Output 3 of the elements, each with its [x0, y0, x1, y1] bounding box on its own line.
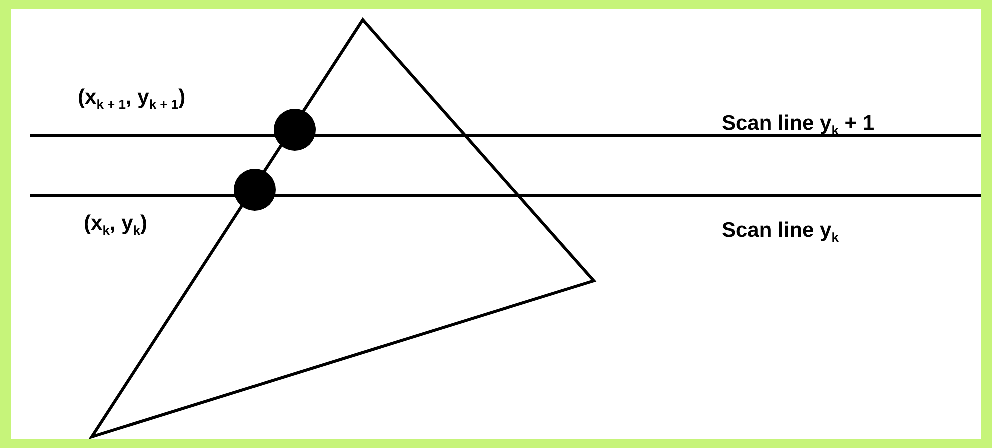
point-coordinate: (x$_{k}$, y$_{k}$) — [84, 212, 148, 238]
point-coordinate: (x$_{k + 1}$, y$_{k + 1}$) — [78, 86, 186, 112]
scan-line-label: Scan line y$_{k}$ — [722, 219, 839, 246]
